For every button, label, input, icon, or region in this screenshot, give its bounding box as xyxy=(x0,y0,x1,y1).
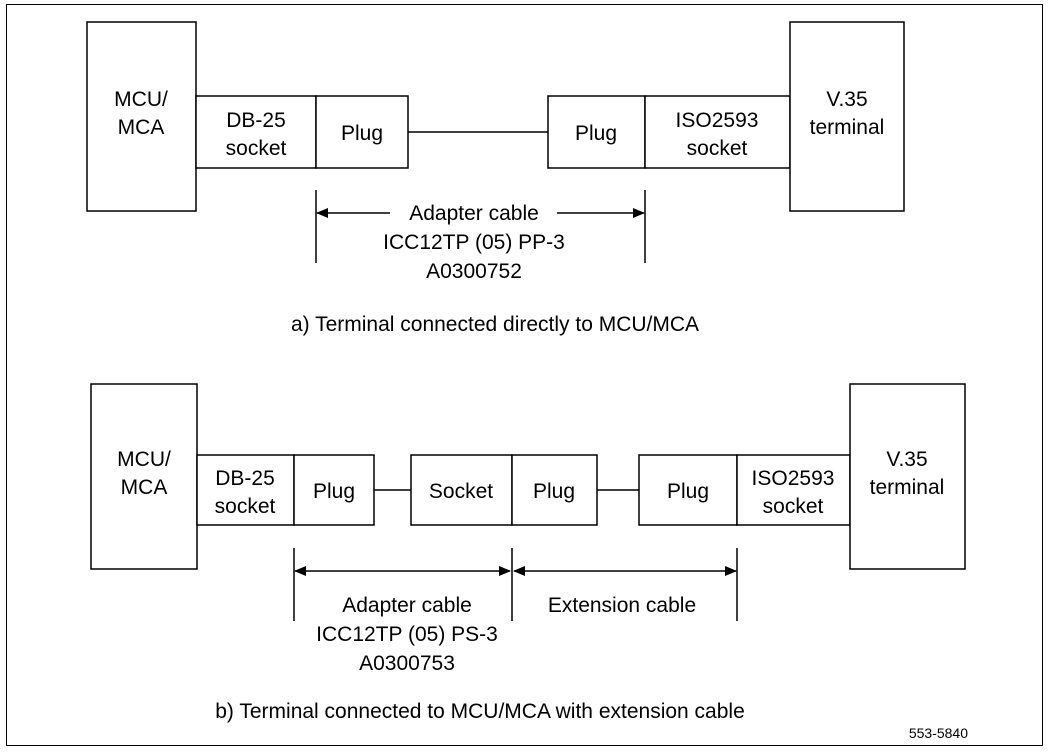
plug-left-label-a: Plug xyxy=(341,122,383,145)
figure-frame xyxy=(6,4,1043,746)
cable-label-a-3: A0300752 xyxy=(426,260,522,283)
plug-right-a xyxy=(547,95,646,169)
plug-2-label-b: Plug xyxy=(533,480,575,503)
mcu-block-a xyxy=(86,21,197,212)
terminal-label-b-2: terminal xyxy=(870,476,945,499)
figure-id: 553-5840 xyxy=(909,725,968,741)
plug-3-label-b: Plug xyxy=(667,480,709,503)
adapter-label-b-3: A0300753 xyxy=(359,652,455,675)
terminal-label-a-1: V.35 xyxy=(826,88,867,111)
plug-3-b xyxy=(638,454,738,526)
panel-b: MCU/ MCA DB-25 socket Plug Socket Plug P… xyxy=(90,383,966,723)
mcu-block-b xyxy=(90,383,198,570)
plug-2-b xyxy=(511,454,598,526)
db25-socket-a xyxy=(195,95,317,169)
mcu-label-a-2: MCA xyxy=(118,116,165,139)
terminal-block-a xyxy=(789,21,905,212)
mcu-label-b-2: MCA xyxy=(121,476,168,499)
panel-a: MCU/ MCA DB-25 socket Plug Plug ISO2593 … xyxy=(86,21,905,336)
db25-label-a-1: DB-25 xyxy=(226,109,286,132)
adapter-label-b-1: Adapter cable xyxy=(342,594,472,617)
iso-label-b-2: socket xyxy=(763,495,824,518)
terminal-label-b-1: V.35 xyxy=(886,448,927,471)
adapter-label-b-2: ICC12TP (05) PS-3 xyxy=(316,623,498,646)
plug-1-b xyxy=(293,454,375,526)
plug-right-label-a: Plug xyxy=(575,122,617,145)
socket-mid-label-b: Socket xyxy=(429,480,493,503)
iso2593-socket-b xyxy=(736,454,851,526)
db25-socket-b xyxy=(196,454,295,526)
cable-label-a-2: ICC12TP (05) PP-3 xyxy=(383,231,565,254)
cable-label-a-1: Adapter cable xyxy=(409,202,539,225)
db25-label-a-2: socket xyxy=(226,137,287,160)
db25-label-b-2: socket xyxy=(215,495,276,518)
caption-b: b) Terminal connected to MCU/MCA with ex… xyxy=(215,700,745,723)
mcu-label-a-1: MCU/ xyxy=(114,88,168,111)
terminal-block-b xyxy=(849,383,966,570)
socket-mid-b xyxy=(410,454,513,526)
db25-label-b-1: DB-25 xyxy=(215,467,275,490)
iso-label-a-1: ISO2593 xyxy=(676,109,759,132)
caption-a: a) Terminal connected directly to MCU/MC… xyxy=(291,313,699,336)
mcu-label-b-1: MCU/ xyxy=(117,448,171,471)
iso-label-a-2: socket xyxy=(687,137,748,160)
terminal-label-a-2: terminal xyxy=(810,116,885,139)
iso-label-b-1: ISO2593 xyxy=(752,467,835,490)
plug-1-label-b: Plug xyxy=(313,480,355,503)
extension-label-b: Extension cable xyxy=(548,594,696,617)
